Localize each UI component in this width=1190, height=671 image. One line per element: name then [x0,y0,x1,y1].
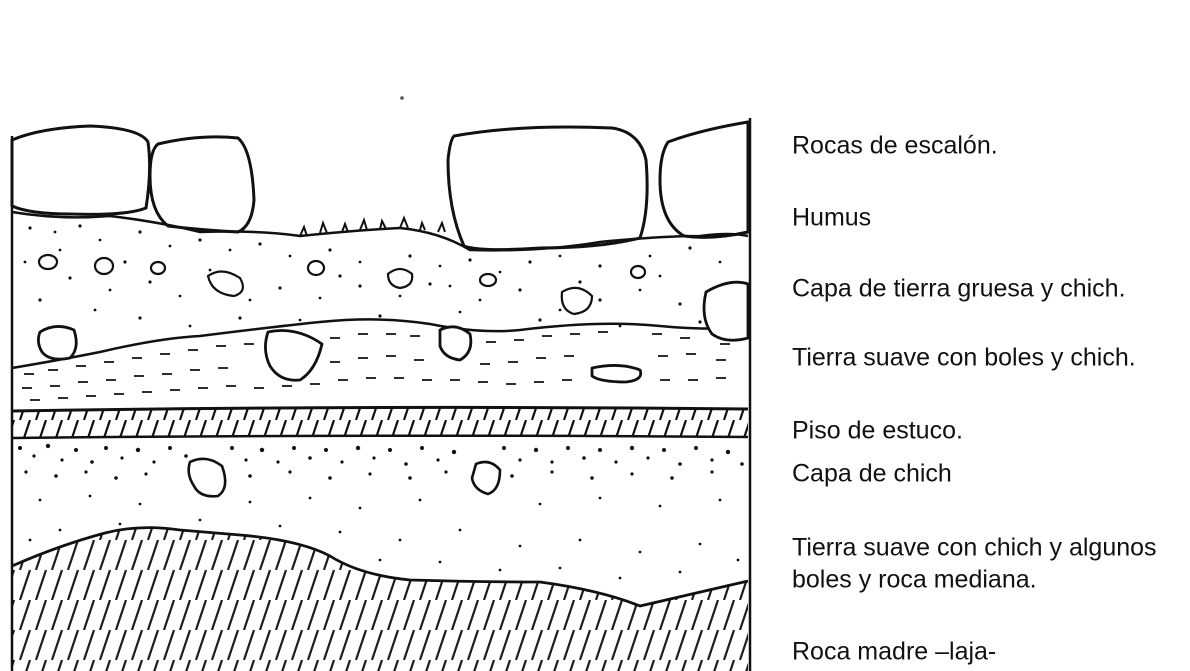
label-humus: Humus [792,202,871,235]
label-capa-gruesa: Capa de tierra gruesa y chich. [792,273,1126,306]
boles-stones [38,282,748,382]
label-tierra-boles: Tierra suave con boles y chich. [792,342,1136,375]
coarse-layer-pebbles [39,255,645,314]
label-tierra-chich-line2: boles y roca mediana. [792,564,1037,597]
label-roca-madre: Roca madre –laja- [792,636,996,669]
bedrock [12,520,748,671]
chich-layer-stones [189,459,500,496]
chich-layer-speckle [18,444,744,480]
speck [400,96,404,100]
label-tierra-chich-line1: Tierra suave con chich y algunos [792,532,1157,565]
label-capa-chich: Capa de chich [792,458,952,491]
label-rocas-escalon: Rocas de escalón. [792,130,998,163]
label-piso-estuco: Piso de estuco. [792,415,963,448]
coarse-soft-boundary [12,319,748,368]
stucco-floor-band [12,400,748,444]
stratigraphic-profile-drawing [0,0,760,671]
escalon-rocks [12,122,748,250]
